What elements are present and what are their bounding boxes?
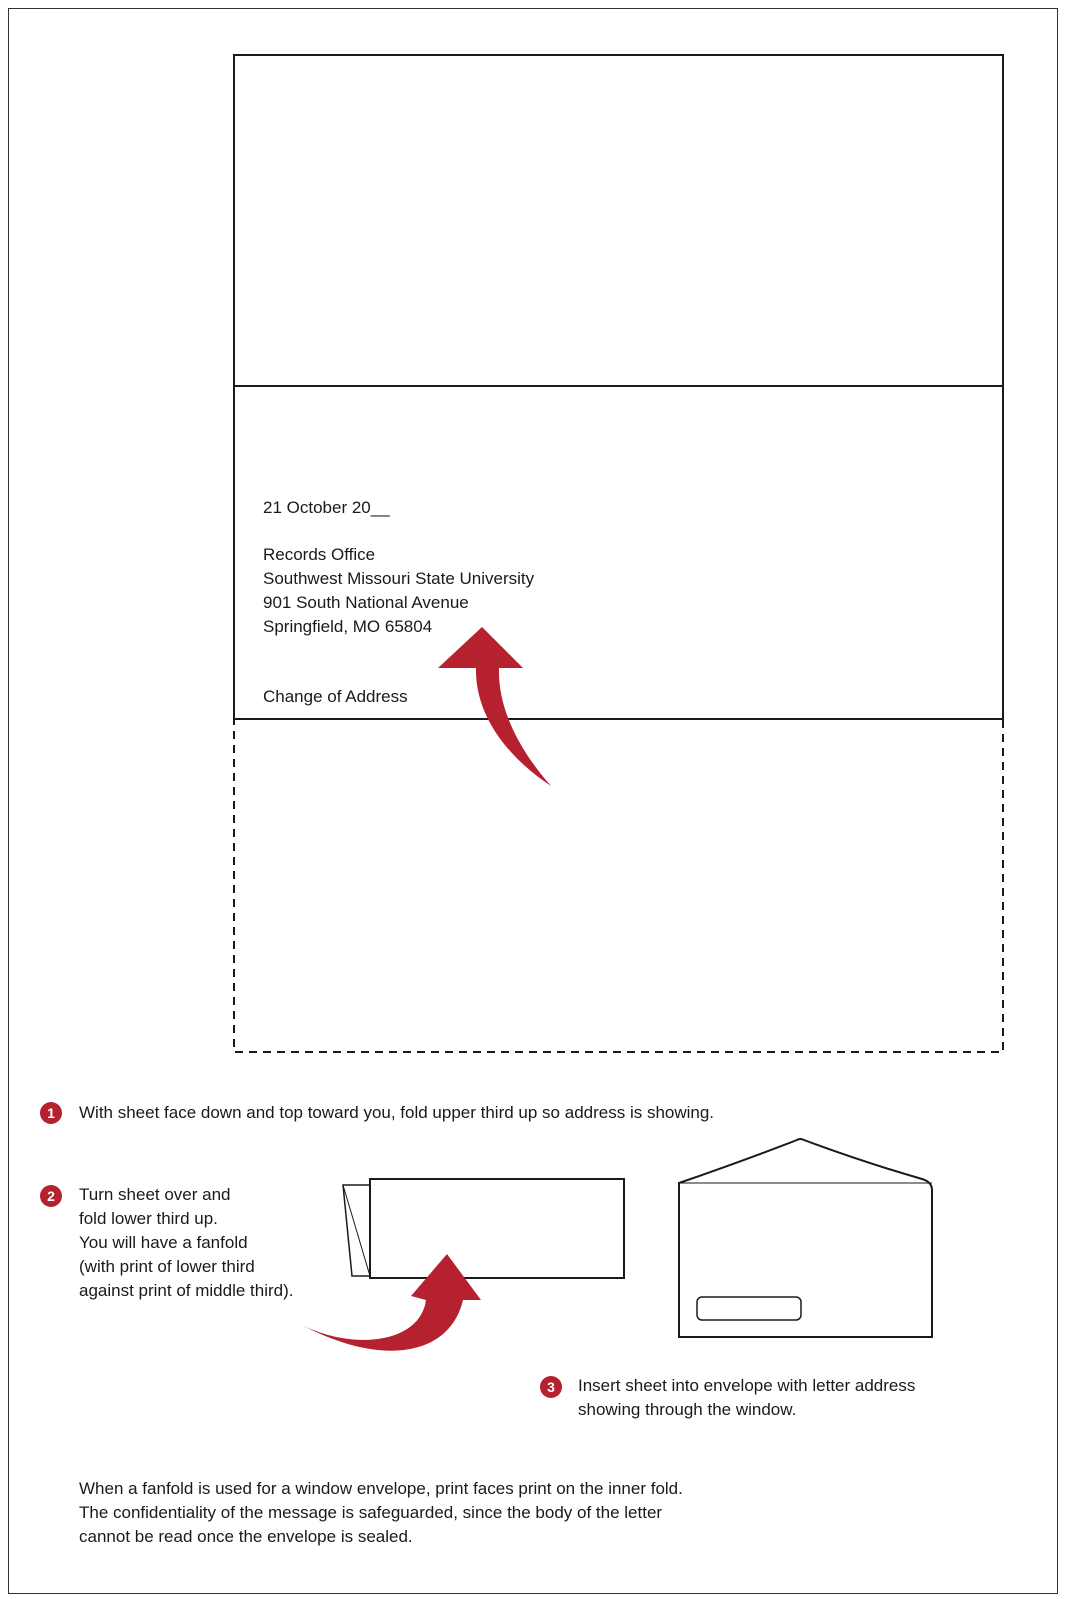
step-2-text: Turn sheet over and fold lower third up.… — [79, 1183, 294, 1303]
letter-address-line: Records Office — [263, 543, 375, 567]
letter-address-line: 901 South National Avenue — [263, 591, 469, 615]
window-envelope-icon — [679, 1139, 932, 1337]
step-2-line: fold lower third up. — [79, 1207, 294, 1231]
step-3-badge: 3 — [540, 1376, 562, 1398]
note-line: cannot be read once the envelope is seal… — [79, 1525, 683, 1549]
step-2-line: You will have a fanfold — [79, 1231, 294, 1255]
fanfold-sheet-icon — [343, 1179, 624, 1278]
letter-date: 21 October 20__ — [263, 496, 390, 520]
upper-third-panel — [234, 55, 1003, 386]
step-2-line: Turn sheet over and — [79, 1183, 294, 1207]
letter-subject: Change of Address — [263, 685, 408, 709]
step-2-badge: 2 — [40, 1185, 62, 1207]
curved-arrow-icon — [438, 627, 551, 786]
step-2-line: against print of middle third). — [79, 1279, 294, 1303]
step-3-line: showing through the window. — [578, 1398, 915, 1422]
step-3-line: Insert sheet into envelope with letter a… — [578, 1374, 915, 1398]
step-3-text: Insert sheet into envelope with letter a… — [578, 1374, 915, 1422]
note-line: The confidentiality of the message is sa… — [79, 1501, 683, 1525]
step-1-text: With sheet face down and top toward you,… — [79, 1101, 714, 1125]
fanfold-note: When a fanfold is used for a window enve… — [79, 1477, 683, 1549]
lower-third-panel — [234, 719, 1003, 1052]
step-1-badge: 1 — [40, 1102, 62, 1124]
step-2-line: (with print of lower third — [79, 1255, 294, 1279]
note-line: When a fanfold is used for a window enve… — [79, 1477, 683, 1501]
letter-address-line: Southwest Missouri State University — [263, 567, 534, 591]
letter-address-line: Springfield, MO 65804 — [263, 615, 432, 639]
